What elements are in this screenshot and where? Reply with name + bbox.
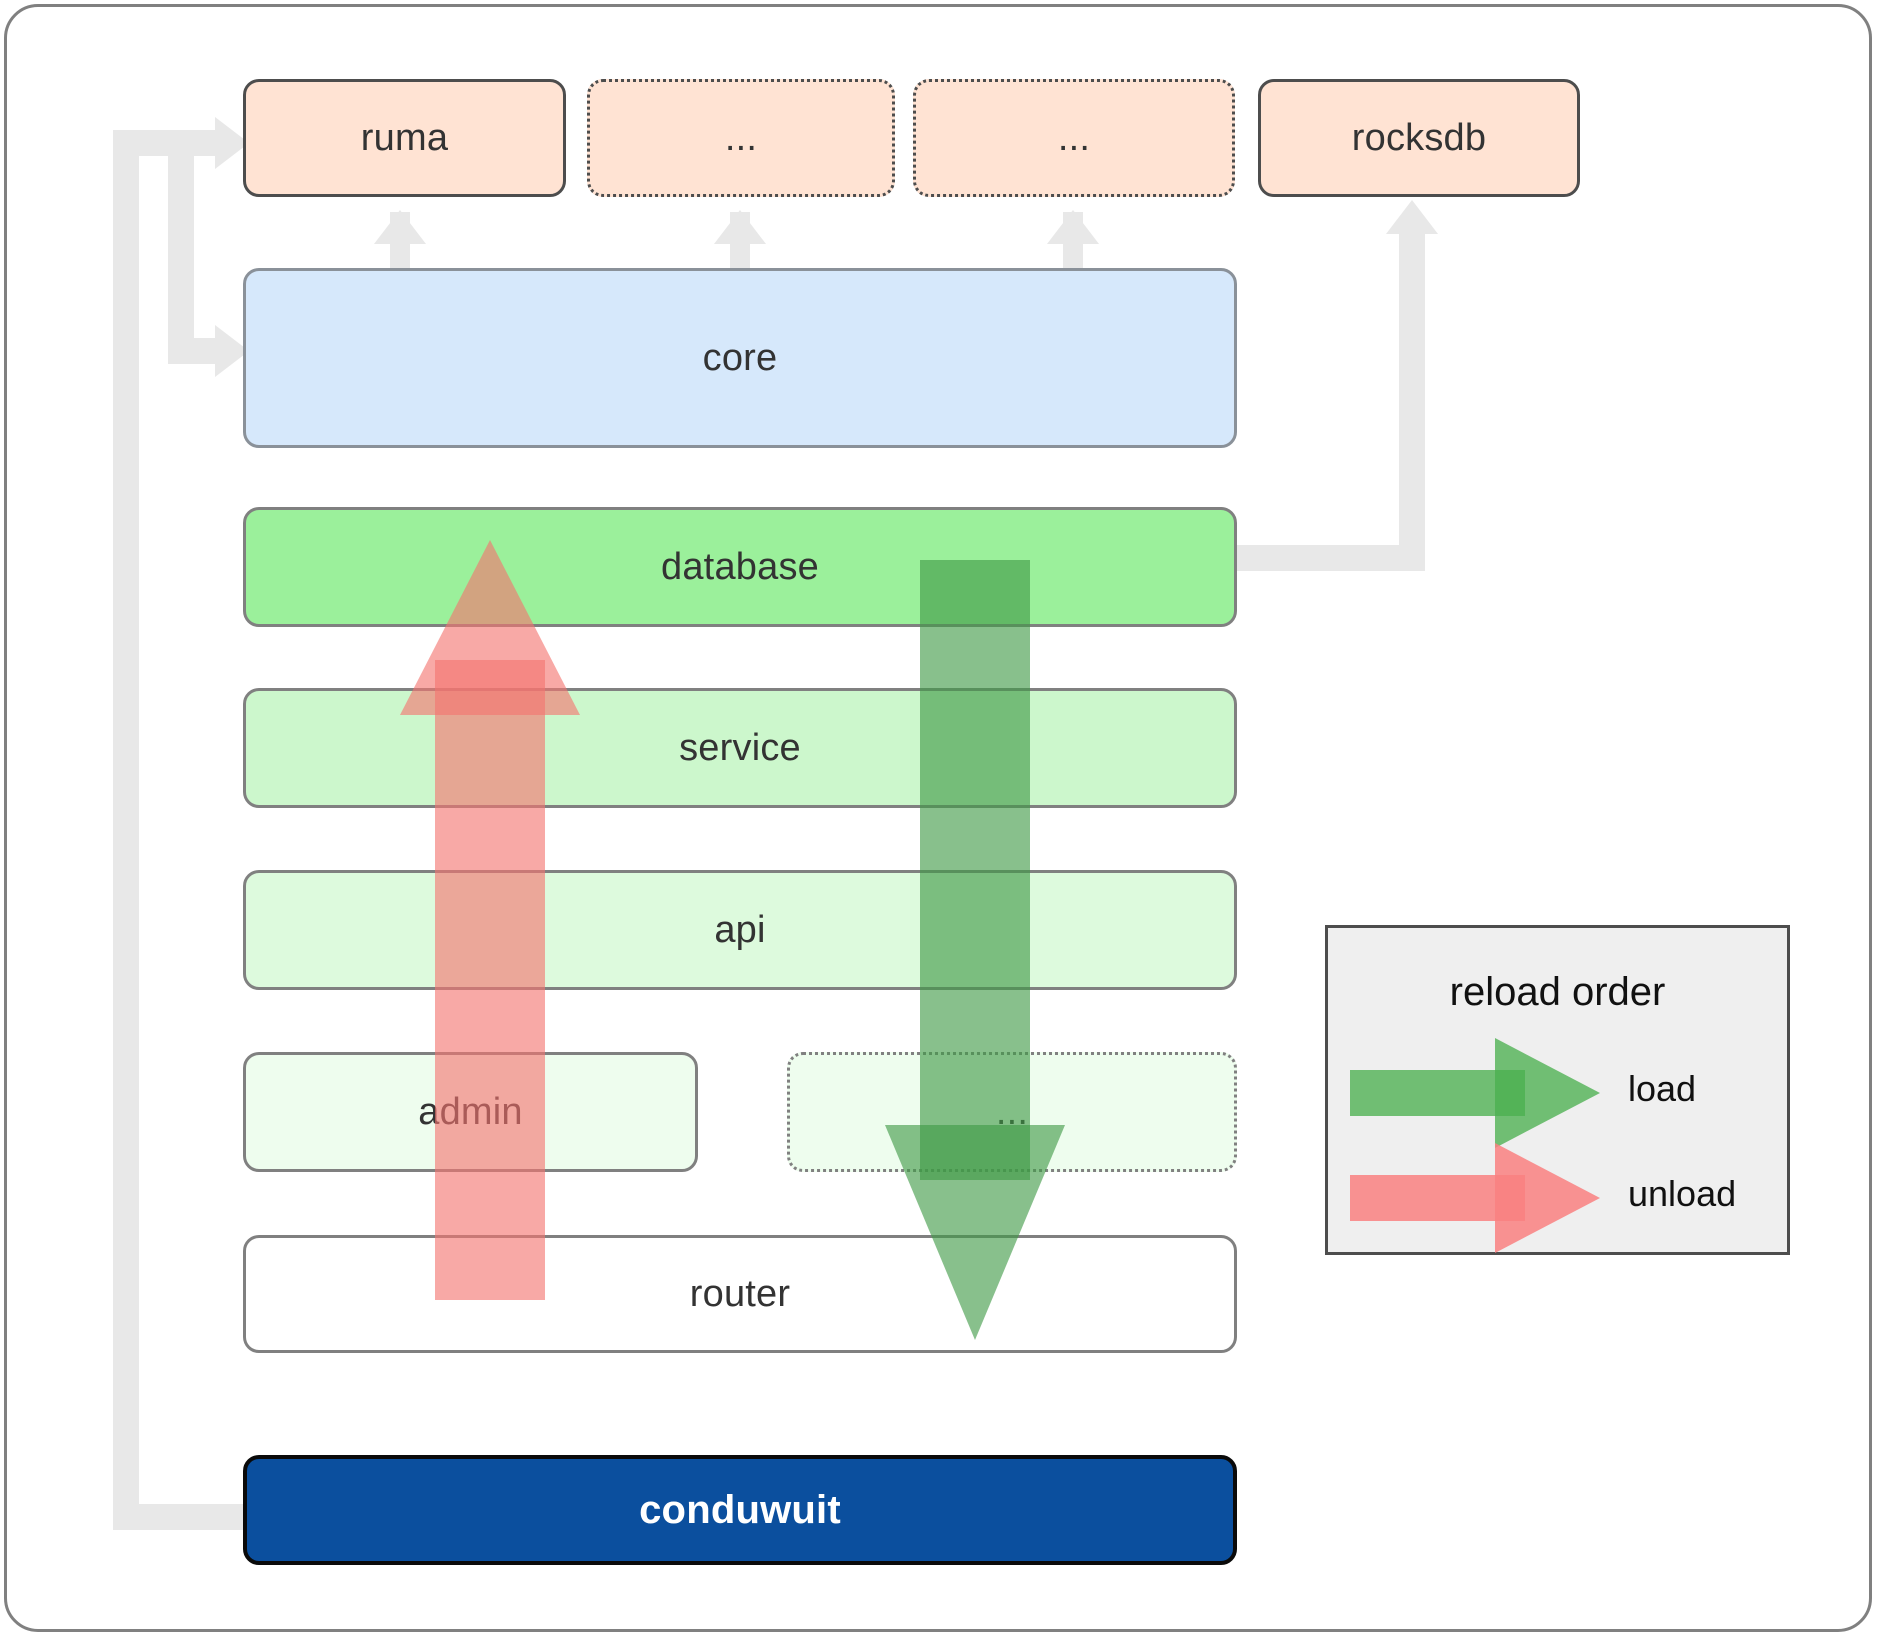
connector-database-to-rocksdb-vertical (1399, 232, 1425, 571)
layer-label-core: core (702, 336, 778, 379)
dependency-box-ruma[interactable]: ruma (243, 79, 566, 197)
layer-box-extras[interactable]: ... (787, 1052, 1237, 1172)
connector-core-stub (168, 130, 194, 350)
layer-label-service: service (679, 726, 801, 769)
binary-box-conduwuit[interactable]: conduwuit (243, 1455, 1237, 1565)
layer-label-extras: ... (995, 1090, 1029, 1133)
layer-box-core[interactable]: core (243, 268, 1237, 448)
layer-label-database: database (661, 545, 819, 588)
layer-box-database[interactable]: database (243, 507, 1237, 627)
connector-arrow-core-to-ruma (374, 210, 426, 244)
dependency-label-ruma: ruma (360, 116, 449, 159)
layer-box-api[interactable]: api (243, 870, 1237, 990)
layer-box-service[interactable]: service (243, 688, 1237, 808)
connector-conduwuit-trunk (113, 130, 139, 1530)
legend-arrow-load (1350, 1038, 1600, 1148)
dependency-label-dots-1: ... (724, 116, 758, 159)
layer-box-admin[interactable]: admin (243, 1052, 698, 1172)
connector-arrow-core-to-dots2 (1047, 210, 1099, 244)
legend-title: reload order (1449, 970, 1666, 1014)
connector-arrow-core-to-dots1 (714, 210, 766, 244)
dependency-box-dots-1[interactable]: ... (587, 79, 895, 197)
legend-arrow-unload (1350, 1143, 1600, 1253)
diagram-frame (4, 4, 1872, 1632)
dependency-label-rocksdb: rocksdb (1351, 116, 1487, 159)
legend-label-load: load (1628, 1068, 1697, 1109)
legend-panel: reload order load unload (1325, 925, 1790, 1255)
dependency-label-dots-2: ... (1057, 116, 1091, 159)
connector-arrow-rocksdb (1386, 200, 1438, 234)
connector-database-to-rocksdb-horizontal (1230, 545, 1420, 571)
layer-label-api: api (714, 908, 766, 951)
layer-box-router[interactable]: router (243, 1235, 1237, 1353)
layer-label-admin: admin (418, 1090, 523, 1133)
legend-label-unload: unload (1628, 1173, 1737, 1214)
layer-label-router: router (689, 1272, 791, 1315)
dependency-box-rocksdb[interactable]: rocksdb (1258, 79, 1580, 197)
connector-conduwuit-to-trunk (113, 1504, 243, 1530)
dependency-box-dots-2[interactable]: ... (913, 79, 1235, 197)
connector-branch-to-core (168, 338, 223, 364)
binary-label-conduwuit: conduwuit (639, 1487, 841, 1532)
